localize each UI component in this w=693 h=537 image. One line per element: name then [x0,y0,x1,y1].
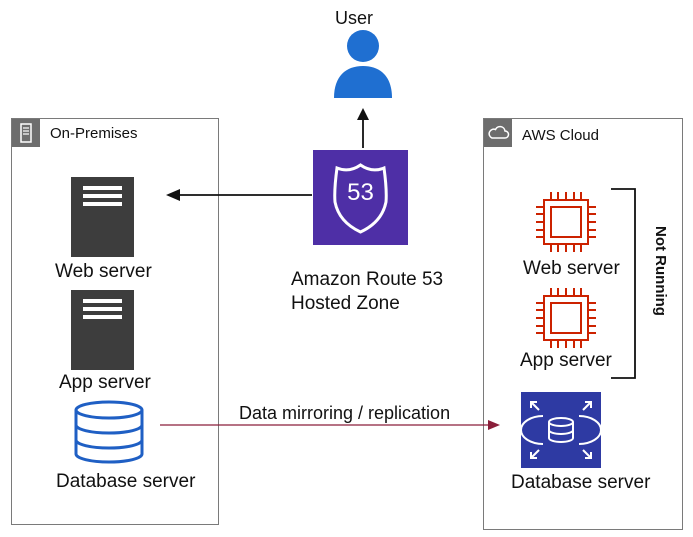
replication-arrow-head [488,420,500,430]
route53-label-line2: Hosted Zone [291,293,400,314]
route53-label-line1: Amazon Route 53 [291,269,444,290]
aws-app-server-label: App server [520,350,612,371]
aws-web-server-chip-icon [536,192,596,252]
arrow-to-onprem-head [166,189,180,201]
user-icon [334,30,392,98]
cloud-icon [484,119,512,147]
onprem-web-server-icon [71,177,134,257]
building-icon [12,119,40,147]
onprem-database-icon [74,400,144,464]
aws-container: AWS Cloud [483,118,683,530]
aws-web-server-label: Web server [523,258,620,279]
onprem-database-label: Database server [56,471,196,492]
user-label: User [335,8,374,28]
route53-badge-number: 53 [347,179,374,206]
onprem-app-server-icon [71,290,134,370]
aws-title: AWS Cloud [522,127,599,144]
replication-label: Data mirroring / replication [239,403,451,423]
aws-app-server-chip-icon [536,288,596,348]
arrow-to-user-head [357,108,369,120]
onprem-title: On-Premises [50,125,138,142]
onprem-web-server-label: Web server [55,261,152,282]
not-running-label: Not Running [652,226,669,316]
aws-database-label: Database server [511,472,651,493]
aws-rds-database-icon [521,392,601,468]
not-running-bracket [611,188,636,379]
route53-icon [313,150,408,245]
onprem-app-server-label: App server [59,372,151,393]
